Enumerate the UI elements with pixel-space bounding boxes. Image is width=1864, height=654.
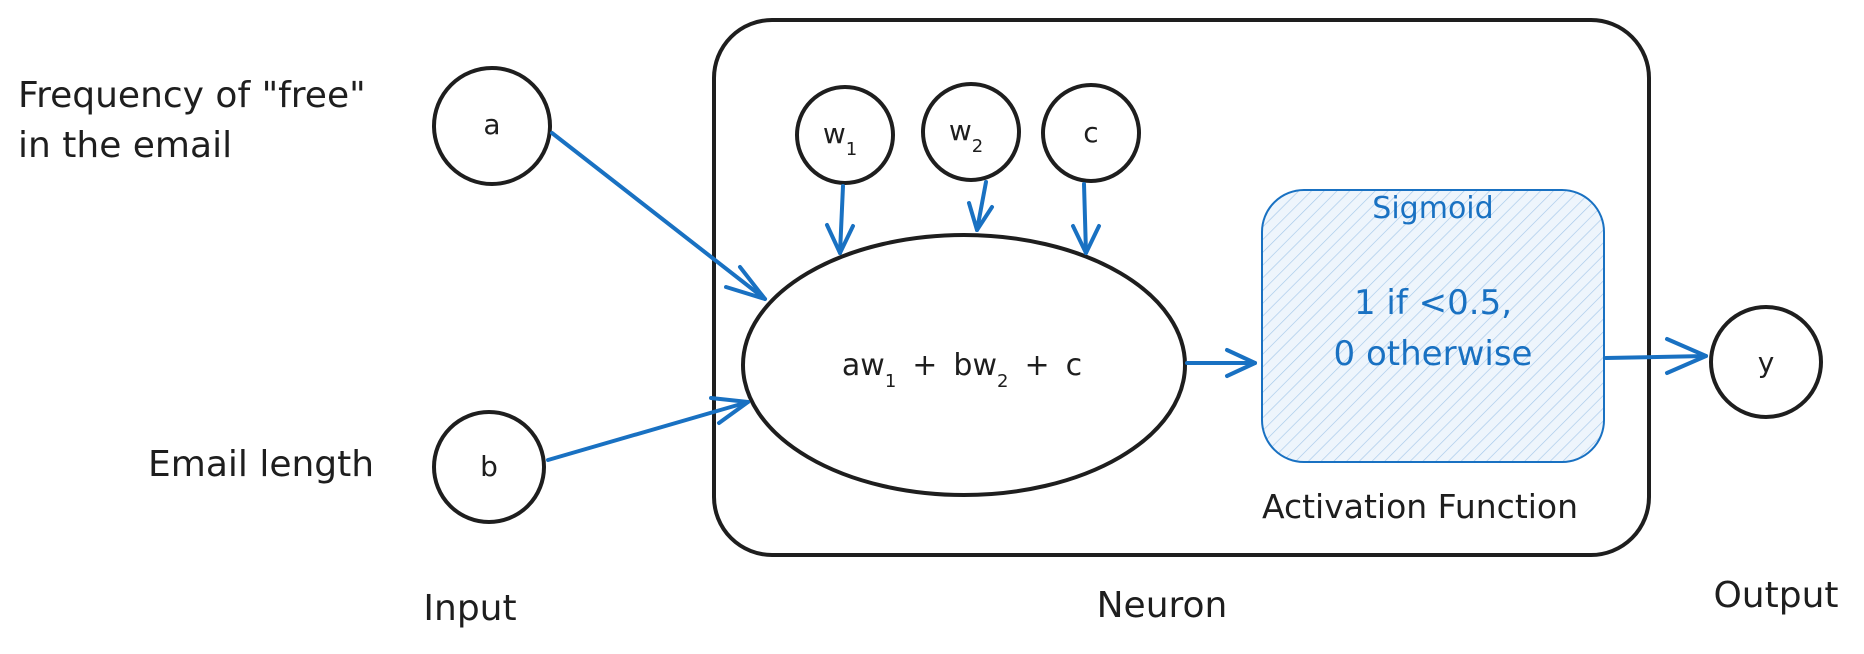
input-a-symbol: a <box>483 108 500 141</box>
section-label-output: Output <box>1713 575 1838 616</box>
arrow-w2-to-sum <box>967 180 994 232</box>
weight-w2-node <box>921 82 1021 182</box>
output-y-symbol: y <box>1758 346 1775 379</box>
activation-box <box>1261 189 1605 463</box>
arrow-b-to-sum <box>546 396 750 462</box>
neuron-container <box>712 18 1651 557</box>
summation-formula: aw1+bw2+c <box>842 348 1082 392</box>
activation-name: Sigmoid <box>1372 191 1493 226</box>
input-b-symbol: b <box>480 450 498 483</box>
weight-w2-label: w2 <box>949 114 983 157</box>
activation-label: Activation Function <box>1262 487 1578 526</box>
arrow-a-to-sum <box>550 131 767 301</box>
summation-node <box>741 233 1187 497</box>
input-a-node <box>432 66 552 186</box>
input-a-description-line1: Frequency of "free" <box>18 75 366 116</box>
output-y-node <box>1709 305 1823 419</box>
arrow-w1-to-sum <box>825 184 855 255</box>
activation-rule-line1: 1 if <0.5, <box>1354 283 1512 323</box>
arrow-sum-to-activation <box>1185 348 1257 378</box>
arrow-activation-to-output <box>1604 337 1708 375</box>
input-a-description-line2: in the email <box>18 125 232 166</box>
bias-c-node <box>1041 83 1141 183</box>
section-label-input: Input <box>423 588 516 629</box>
activation-rule-line2: 0 otherwise <box>1334 334 1533 374</box>
bias-c-label: c <box>1083 116 1098 149</box>
section-label-neuron: Neuron <box>1097 585 1228 626</box>
input-b-node <box>432 410 546 524</box>
weight-w1-node <box>795 85 895 185</box>
arrow-c-to-sum <box>1071 182 1101 255</box>
weight-w1-label: w1 <box>823 117 857 160</box>
input-b-description: Email length <box>148 444 374 485</box>
